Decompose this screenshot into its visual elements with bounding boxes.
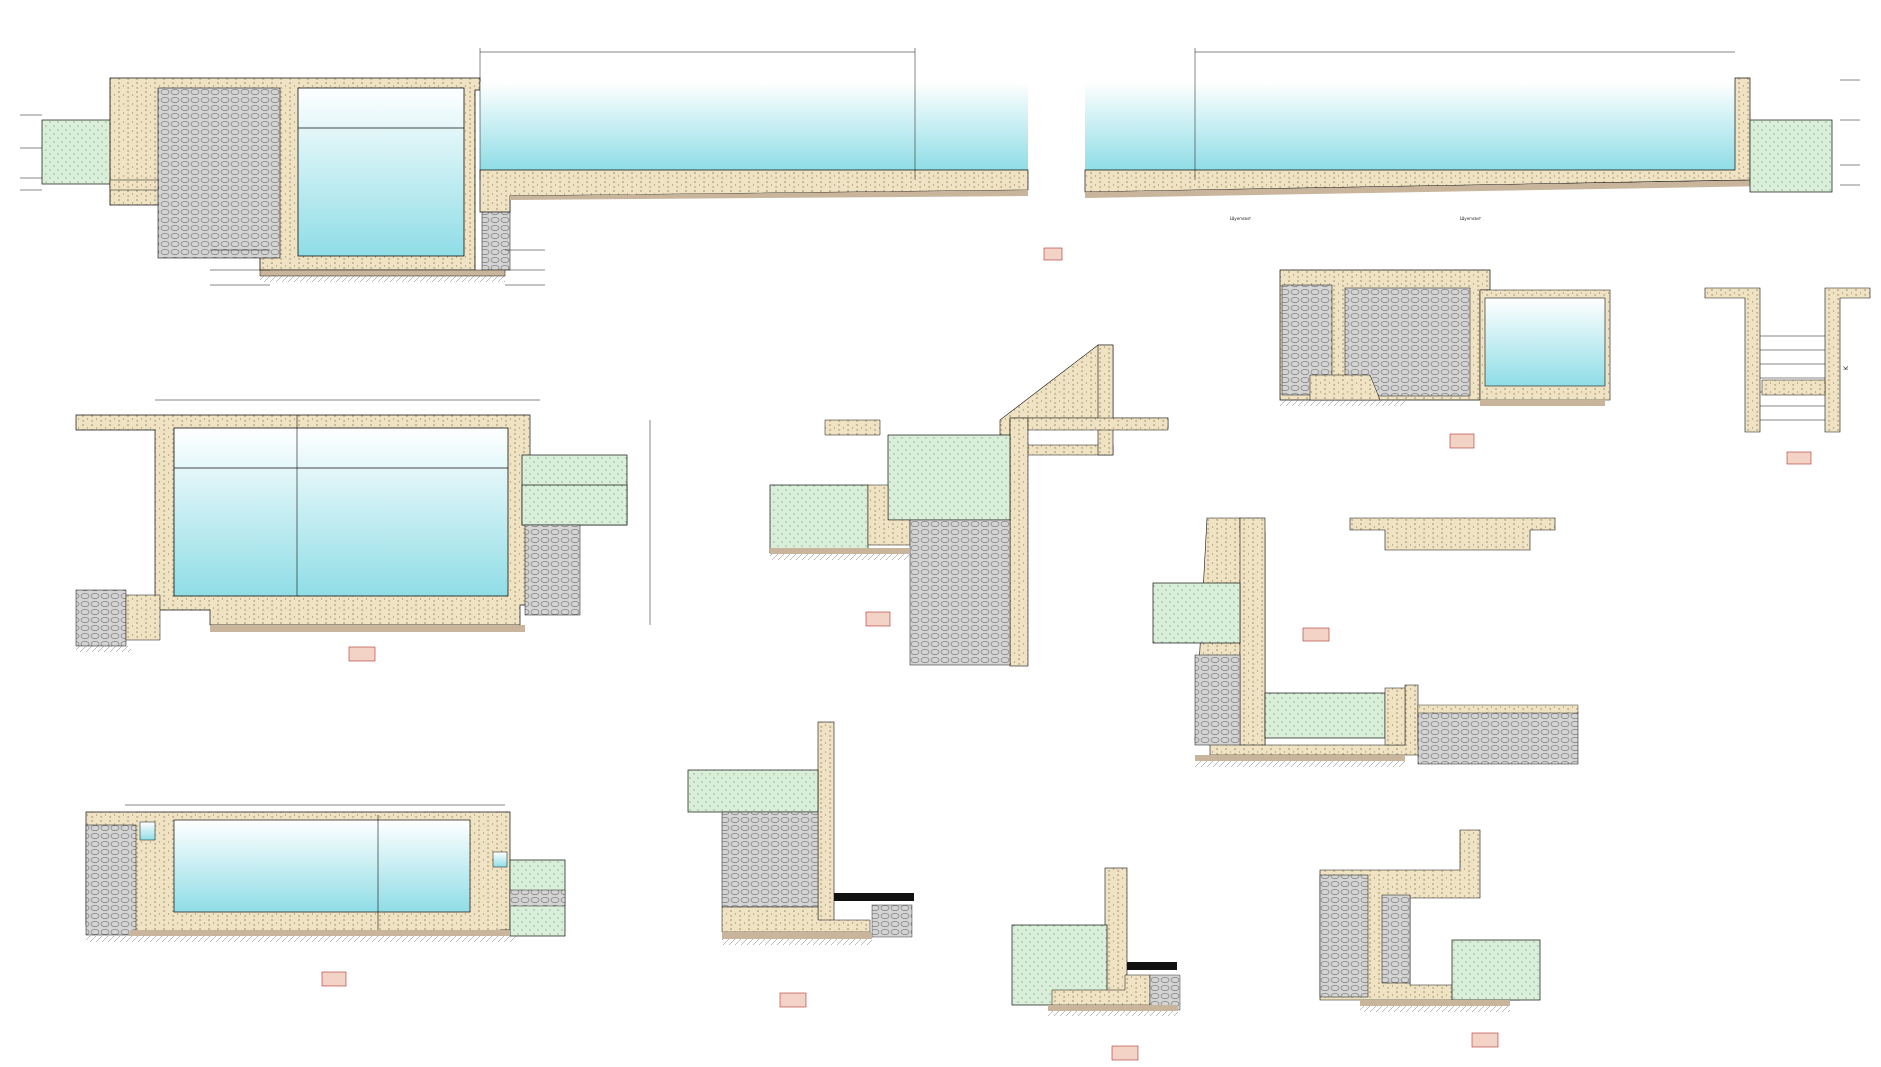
annotation-note: Шунгизит xyxy=(1230,216,1252,221)
annotation-note: Шунгизит xyxy=(1460,216,1482,221)
stairs-vertical-note: K xyxy=(1843,365,1850,370)
annotation-notes: Шунгизит Шунгизит xyxy=(1230,216,1482,221)
section-mid-left xyxy=(75,399,651,662)
section-mid-right xyxy=(1152,517,1579,767)
section-bottom-right xyxy=(1319,829,1541,1048)
section-stairs: K xyxy=(1704,287,1871,465)
section-long-left xyxy=(20,48,1029,286)
section-detail-bottom-center xyxy=(1011,867,1181,1061)
section-bottom-left xyxy=(85,804,566,987)
section-mid-center xyxy=(769,344,1169,667)
section-cross-right-top xyxy=(1279,269,1611,449)
section-detail-bottom-center-left xyxy=(687,721,914,1008)
section-long-right xyxy=(1043,48,1860,261)
